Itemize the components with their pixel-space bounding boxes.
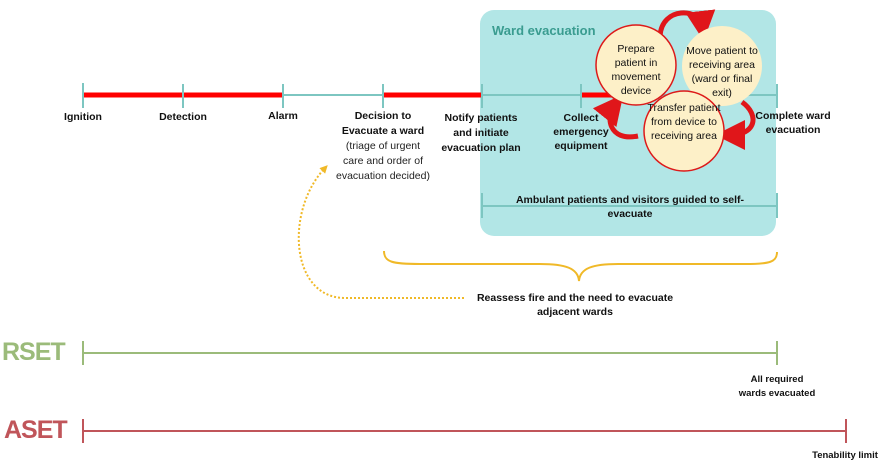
cycle-step-prepare (595, 24, 677, 106)
reassess-label: Reassess fire and the need to evacuate a… (476, 292, 674, 318)
milestone-detection: Detection (159, 111, 207, 123)
milestone-decision-note: (triage of urgent care and order of evac… (336, 140, 430, 182)
cycle-arrow-prepare-to-move (657, 9, 716, 41)
milestone-notify: Notify patients and initiate evacuation … (441, 112, 521, 154)
milestone-collect: Collect emergency equipment (553, 112, 609, 152)
milestone-decision: Decision to Evacuate a ward (341, 110, 425, 137)
reassess-dotted-arrow (297, 165, 464, 299)
aset-label: ASET (4, 416, 68, 444)
cycle-step-transfer-label: Transfer patient from device to receivin… (647, 102, 721, 142)
milestone-complete: Complete ward evacuation (755, 110, 831, 136)
aset-bar (82, 419, 847, 443)
ambulant-label: Ambulant patients and visitors guided to… (515, 194, 745, 220)
rset-bar (82, 341, 778, 365)
timeline-ticks (82, 83, 778, 108)
rset-label: RSET (2, 338, 66, 366)
milestone-alarm: Alarm (268, 110, 298, 122)
cycle-arrow-transfer-to-prepare (592, 94, 639, 140)
brace (383, 250, 778, 282)
rset-end-label: All required wards evacuated (738, 374, 816, 399)
milestone-ignition: Ignition (64, 111, 102, 123)
cycle-step-move (682, 26, 762, 106)
cycle-step-transfer (643, 90, 725, 172)
ward-evacuation-title: Ward evacuation (492, 23, 596, 38)
cycle-arrow-move-to-transfer (715, 99, 756, 150)
cycle-step-prepare-label: Prepare patient in movement device (611, 43, 661, 97)
cycle-step-move-label: Move patient to receiving area (ward or … (686, 45, 758, 99)
aset-end-label: Tenability limit (812, 450, 878, 461)
ambulant-bracket (481, 193, 778, 218)
